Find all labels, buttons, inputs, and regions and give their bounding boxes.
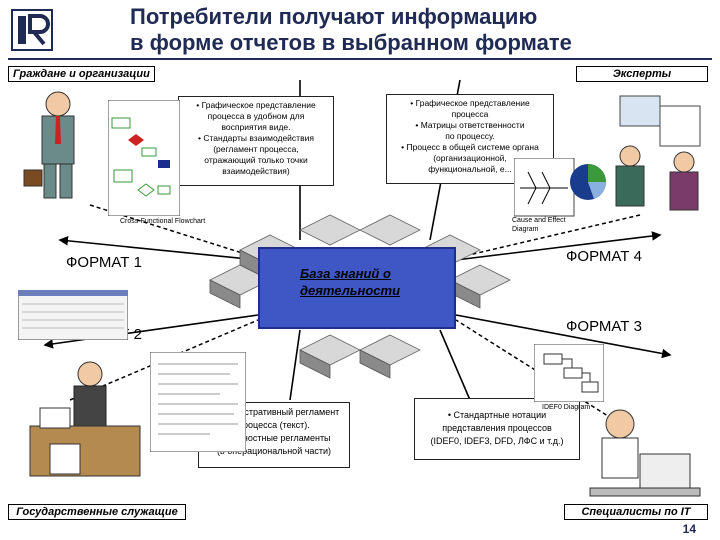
knowledge-base-box <box>258 247 456 329</box>
knowledge-base-label: База знаний о деятельности <box>300 266 401 298</box>
format-4-label: ФОРМАТ 4 <box>566 248 642 265</box>
page-number: 14 <box>682 522 696 536</box>
document-thumbnail <box>150 352 246 452</box>
civil-servant-illustration <box>29 361 141 477</box>
flowchart-thumbnail <box>108 100 180 216</box>
flowchart-caption: Cross-Functional Flowchart <box>120 218 206 225</box>
title-underline <box>8 58 712 60</box>
cause-effect-thumbnail <box>514 158 606 217</box>
tag-citizens: Граждане и организации <box>8 66 155 82</box>
idef0-thumbnail <box>534 344 604 402</box>
it-specialist-illustration <box>589 409 701 497</box>
university-logo <box>11 9 53 51</box>
note-top-right: • Графическое представление процесса • М… <box>386 94 554 184</box>
tag-experts: Эксперты <box>576 66 708 82</box>
experts-illustration <box>615 95 701 211</box>
note-top-left: • Графическое представление процесса в у… <box>178 96 334 186</box>
note-bottom-right: • Стандартные нотации представления проц… <box>414 398 580 460</box>
format-3-label: ФОРМАТ 3 <box>566 318 642 335</box>
slide-title: Потребители получают информацию в форме … <box>130 4 690 56</box>
spreadsheet-thumbnail <box>18 290 128 340</box>
title-line-1: Потребители получают информацию <box>130 4 538 29</box>
format-1-label: ФОРМАТ 1 <box>66 254 142 271</box>
citizen-illustration <box>23 91 75 199</box>
title-line-2: в форме отчетов в выбранном формате <box>130 30 572 55</box>
idef0-caption: IDEF0 Diagram <box>542 404 591 411</box>
tag-civil-servants: Государственные служащие <box>8 504 186 520</box>
tag-it-specialists: Специалисты по IT <box>564 504 708 520</box>
cause-effect-caption: Cause and Effect Diagram <box>512 217 566 233</box>
